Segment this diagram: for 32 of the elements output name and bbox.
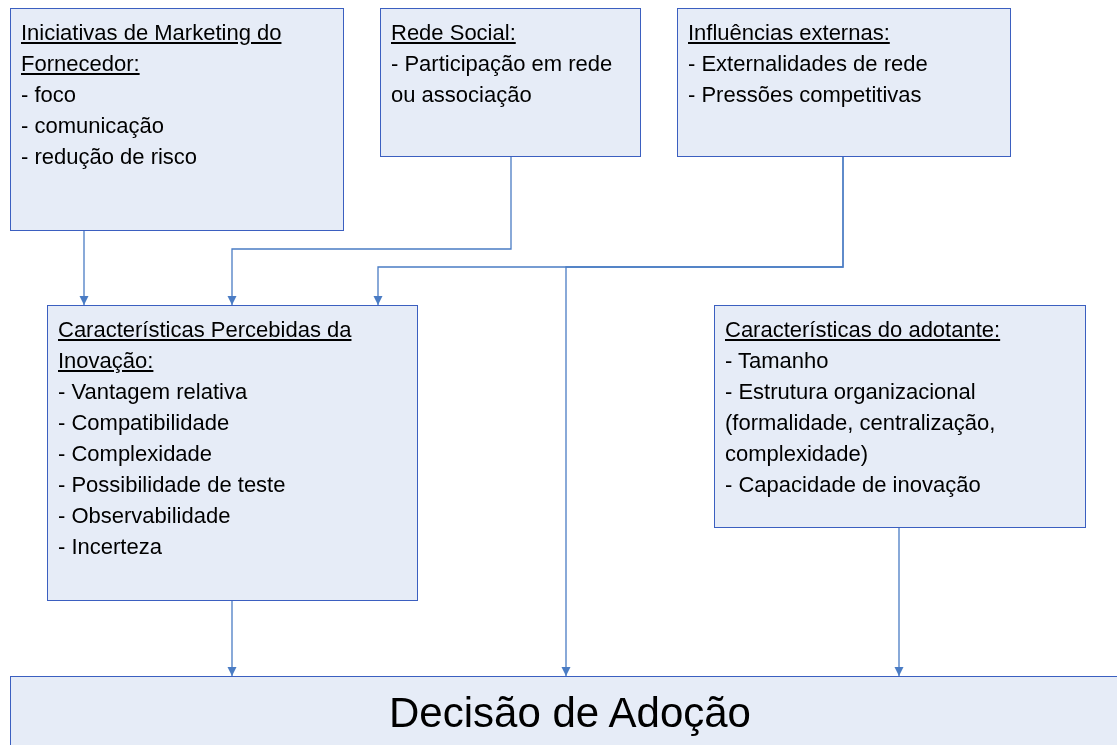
text-box <box>47 305 418 601</box>
result-label: Decisão de Adoção <box>389 688 751 738</box>
result-box <box>10 676 1117 745</box>
text-box <box>10 8 344 231</box>
list-item: - Pressões competitivas <box>688 81 923 109</box>
text-box <box>380 8 641 157</box>
list-item: - Possibilidade de teste <box>58 471 287 499</box>
list-item: - Tamanho <box>725 347 830 375</box>
arrow <box>227 156 512 306</box>
arrow <box>79 230 89 306</box>
list-item: - foco <box>21 81 78 109</box>
text-box <box>714 305 1086 528</box>
list-item: - Incerteza <box>58 533 163 561</box>
list-item: - Externalidades de rede <box>688 50 929 78</box>
list-item: - Capacidade de inovação <box>725 471 982 499</box>
box-heading: Características Percebidas da Inovação: <box>58 316 353 375</box>
box-heading: Rede Social: <box>391 19 517 47</box>
list-item: - Vantagem relativa <box>58 378 249 406</box>
box-heading: Influências externas: <box>688 19 891 47</box>
list-item: - Compatibilidade <box>58 409 231 437</box>
text-box <box>677 8 1011 157</box>
list-item: - comunicação <box>21 112 166 140</box>
box-heading: Iniciativas de Marketing do Fornecedor: <box>21 19 283 78</box>
list-item: - Observabilidade <box>58 502 232 530</box>
list-item: - Estrutura organizacional (formalidade, centralização, complexidade) <box>725 378 997 468</box>
list-item: - Complexidade <box>58 440 214 468</box>
arrow <box>894 527 904 677</box>
arrow <box>561 156 844 677</box>
list-item: - Participação em rede ou associação <box>391 50 614 109</box>
list-item: - redução de risco <box>21 143 199 171</box>
arrow <box>227 600 237 677</box>
box-heading: Características do adotante: <box>725 316 1002 344</box>
